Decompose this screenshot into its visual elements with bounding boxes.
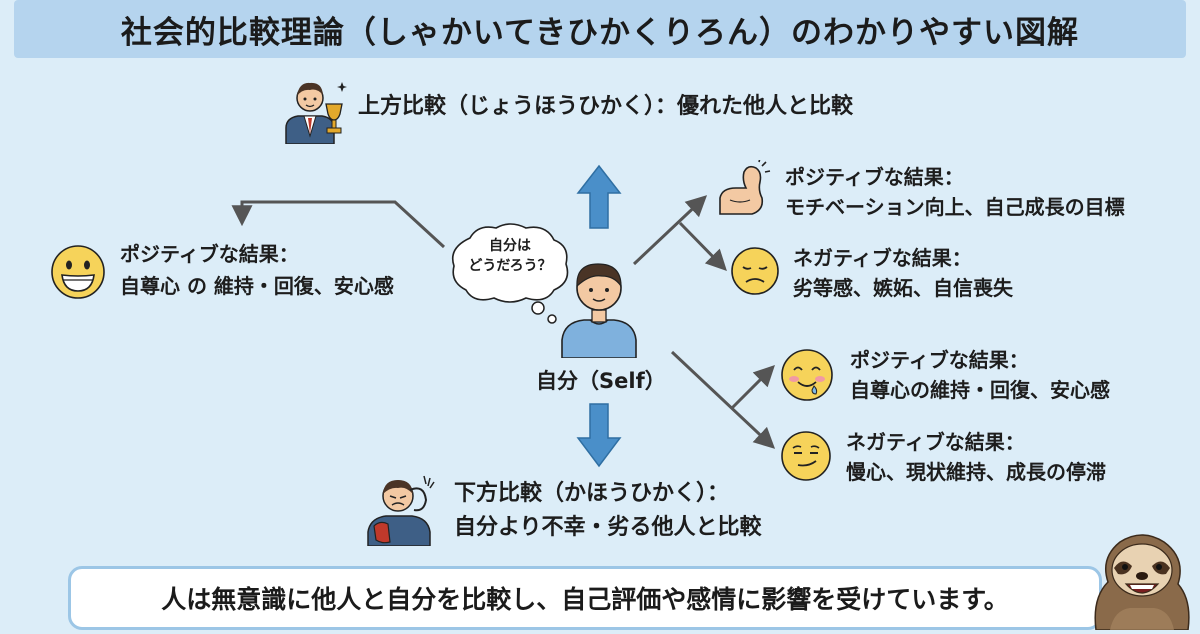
grinning-face-icon	[50, 244, 106, 300]
left-branch-line	[231, 200, 446, 249]
stressed-person-icon	[364, 470, 440, 547]
downward-positive-text: 自尊心の維持・回復、安心感	[850, 378, 1110, 402]
downward-label-line1: 下方比較（かほうひかく）：	[454, 481, 730, 506]
upward-positive-title: ポジティブな結果：	[785, 165, 964, 189]
thought-line-1: 自分は	[489, 238, 531, 254]
downward-label-line2: 自分より不幸・劣る他人と比較	[454, 515, 762, 540]
left-positive-text: 自尊心 の 維持・回復、安心感	[120, 274, 394, 298]
upward-positive-text: モチベーション向上、自己成長の目標	[785, 195, 1125, 219]
summary-box: 人は無意識に他人と自分を比較し、自己評価や感情に影響を受けています。	[68, 566, 1102, 630]
upward-arrow	[576, 164, 622, 229]
downward-negative-text: 慢心、現状維持、成長の停滞	[846, 460, 1106, 484]
title-bar: 社会的比較理論（しゃかいてきひかくりろん）のわかりやすい図解	[14, 0, 1186, 58]
downward-positive-title: ポジティブな結果：	[850, 348, 1029, 372]
upward-label: 上方比較（じょうほうひかく）：優れた他人と比較	[358, 94, 854, 119]
thought-text: 自分は どうだろう？	[456, 236, 564, 277]
person-icon	[558, 252, 640, 359]
smirking-face-icon	[780, 430, 832, 482]
smiling-face-icon	[780, 348, 834, 402]
sad-face-icon	[730, 246, 780, 296]
lower-right-sub-line	[730, 365, 775, 410]
upper-right-sub-line	[678, 221, 727, 272]
businessman-trophy-icon	[282, 74, 348, 145]
page-title: 社会的比較理論（しゃかいてきひかくりろん）のわかりやすい図解	[120, 14, 1080, 51]
downward-negative-title: ネガティブな結果：	[846, 430, 1025, 454]
self-label: 自分（Self）	[536, 369, 666, 393]
thought-bubble	[448, 222, 574, 326]
upward-negative-title: ネガティブな結果：	[793, 246, 972, 270]
sloth-mascot-icon	[1090, 528, 1194, 631]
upward-negative-text: 劣等感、嫉妬、自信喪失	[793, 276, 1013, 300]
downward-arrow	[576, 403, 622, 468]
upper-right-line	[632, 195, 708, 266]
thought-line-2: どうだろう？	[468, 258, 552, 275]
left-positive-title: ポジティブな結果：	[120, 242, 299, 266]
flexed-arm-icon	[716, 157, 772, 218]
lower-right-line	[670, 350, 776, 449]
summary-text: 人は無意識に他人と自分を比較し、自己評価や感情に影響を受けています。	[161, 585, 1009, 614]
